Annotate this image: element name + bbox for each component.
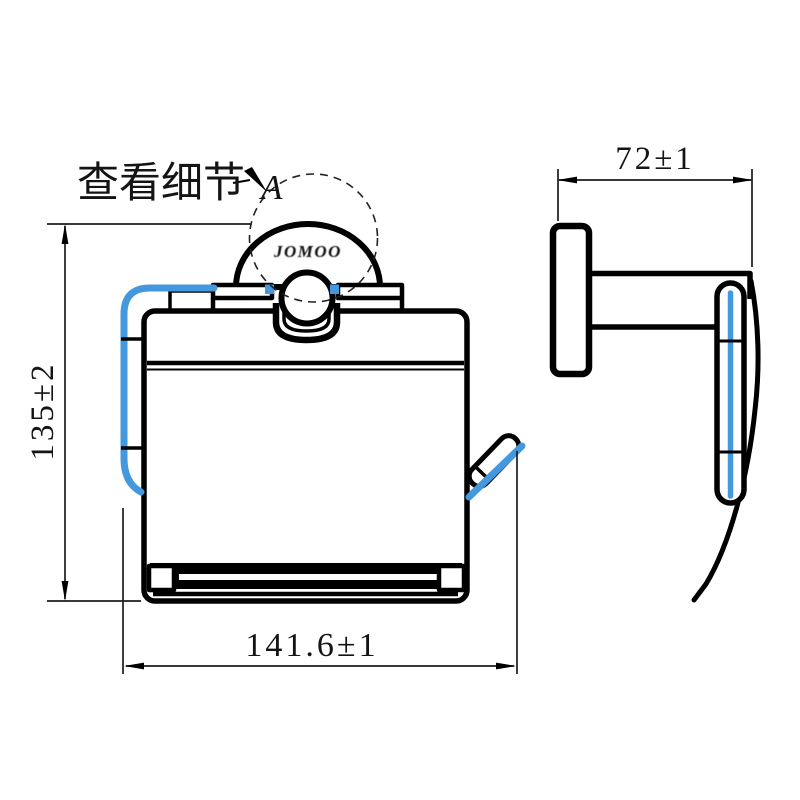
leader-arrowhead bbox=[244, 167, 267, 192]
detail-callout: 查看细节 A bbox=[77, 161, 379, 303]
wall-plate bbox=[549, 222, 593, 378]
front-view: JOMOO bbox=[120, 221, 526, 604]
brand-logo: JOMOO bbox=[273, 242, 342, 261]
roller-end-tab-right bbox=[436, 563, 467, 593]
highlight-lever-edge bbox=[465, 442, 526, 501]
dimension-front-height: 135±2 bbox=[25, 223, 252, 602]
lever-capsule bbox=[466, 433, 522, 489]
hinge-bracket-inner bbox=[282, 305, 331, 333]
detail-letter: A bbox=[259, 168, 283, 207]
left-notch-step bbox=[168, 289, 213, 311]
side-view bbox=[549, 222, 761, 603]
dimension-label-width: 141.6±1 bbox=[245, 627, 378, 664]
roller-highlight-stripe bbox=[179, 574, 437, 580]
arrowhead-left bbox=[124, 662, 144, 670]
top-rail-left bbox=[210, 282, 275, 301]
dimension-front-width: 141.6±1 bbox=[122, 451, 518, 674]
callout-note: 查看细节 bbox=[77, 161, 245, 207]
detail-circle bbox=[248, 173, 379, 303]
cover-profile-curve bbox=[691, 278, 761, 603]
arrowhead-right bbox=[733, 176, 753, 184]
highlight-notch-right bbox=[330, 284, 339, 294]
bracket-arm-top bbox=[589, 270, 753, 299]
lever-handle bbox=[466, 433, 522, 489]
arrowhead-down bbox=[61, 581, 69, 601]
hinge-ball bbox=[278, 269, 336, 327]
arrowhead-left bbox=[557, 176, 577, 184]
leader-line bbox=[232, 179, 251, 184]
dimension-label-height: 135±2 bbox=[25, 361, 61, 460]
top-rail-right bbox=[335, 282, 405, 301]
highlight-notch-left bbox=[265, 284, 274, 294]
arrowhead-right bbox=[496, 662, 516, 670]
dimension-side-depth: 72±1 bbox=[557, 141, 753, 267]
arrowhead-up bbox=[61, 224, 69, 244]
highlight-left-edge bbox=[120, 284, 218, 496]
roller-end-tab-left bbox=[146, 563, 177, 593]
dimension-label-depth: 72±1 bbox=[615, 141, 695, 177]
mount-dome bbox=[233, 221, 383, 290]
cover-body bbox=[141, 308, 470, 604]
